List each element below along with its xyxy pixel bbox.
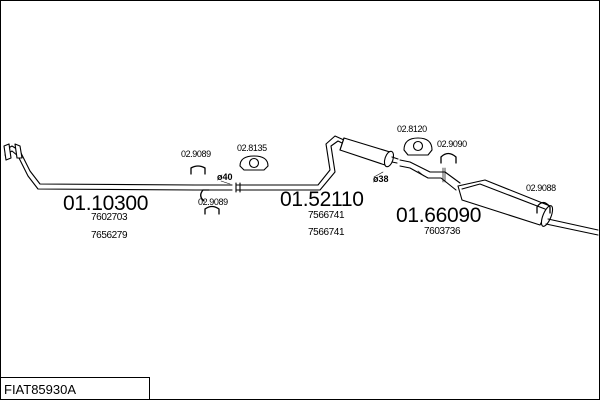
- mount-1-shape: [239, 155, 269, 171]
- clamp-a-shape: [190, 165, 206, 175]
- clamp-a-label: 02.9089: [181, 149, 211, 159]
- diameter-label-40: ø40: [217, 172, 233, 182]
- clamp-b-shape: [200, 189, 220, 215]
- clamp-d-shape: [536, 201, 551, 214]
- mount-1-label: 02.8135: [237, 143, 267, 153]
- part-number-front-pipe: 01.10300: [63, 192, 149, 215]
- part-number-center-section: 01.52110: [280, 188, 364, 211]
- ref-front-pipe-1: 7602703: [91, 212, 128, 223]
- part-number-rear-section: 01.66090: [396, 204, 482, 227]
- front-pipe: [3, 143, 233, 191]
- ref-front-pipe-2: 7656279: [91, 230, 128, 241]
- kit-code-label: FIAT85930A: [4, 382, 77, 397]
- mount-2-label: 02.8120: [397, 124, 427, 134]
- ref-rear-section-1: 7603736: [424, 226, 461, 237]
- diameter-label-38: ø38: [373, 174, 389, 184]
- clamp-c-label: 02.9090: [437, 139, 467, 149]
- clamp-c-shape: [440, 152, 457, 164]
- kit-code-box: FIAT85930A: [0, 377, 150, 400]
- ref-center-section-1: 7566741: [308, 210, 345, 221]
- clamp-d-label: 02.9088: [526, 183, 556, 193]
- center-pipe-silencer: [235, 135, 399, 193]
- leader-lines: [220, 170, 425, 185]
- ref-center-section-2: 7566741: [308, 227, 345, 238]
- clamp-b-label: 02.9089: [198, 197, 228, 207]
- mount-2-shape: [403, 137, 433, 156]
